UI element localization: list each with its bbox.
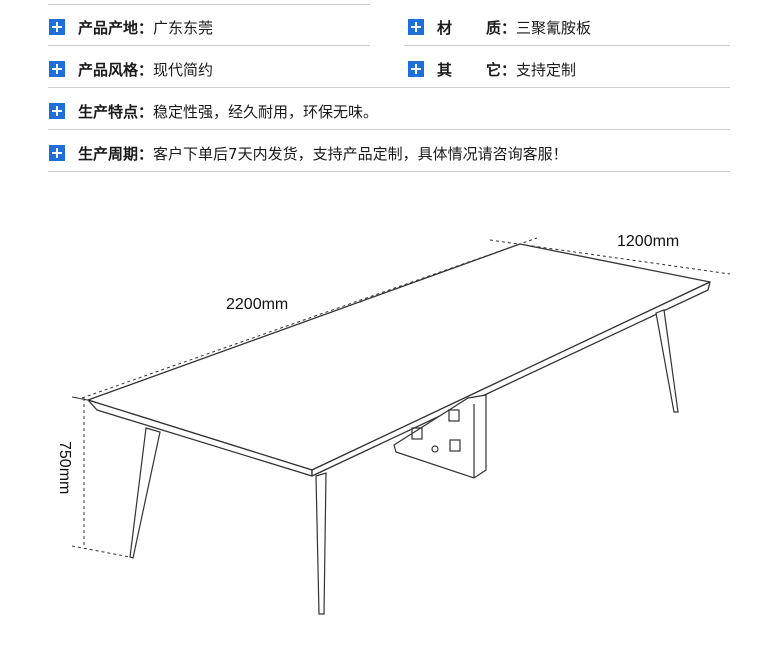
divider [404,45,730,46]
divider [48,45,370,46]
divider [48,129,730,130]
plus-icon [49,103,65,119]
spec-style-value: 现代简约 [153,60,214,79]
plus-icon [408,19,424,35]
height-tick-bottom [71,545,131,558]
plus-icon [49,19,65,35]
height-dim-label: 750mm [56,441,73,494]
spec-material: 材 质 ： 三聚氰胺板 [408,16,591,38]
spec-other: 其 它 ： 支持定制 [408,58,576,80]
spec-other-label-a: 其 [437,60,453,79]
table-legs [129,309,679,615]
cable-box [393,394,487,479]
length-dim-line [81,237,538,399]
socket-3 [449,439,461,452]
colon: ： [138,18,154,37]
colon: ： [138,144,154,163]
divider-top [48,4,370,5]
spec-origin-value: 广东东莞 [153,18,214,37]
spec-origin-label: 产品产地 [78,18,139,37]
spec-cycle-label: 生产周期 [78,144,139,163]
plus-icon [49,145,65,161]
spec-other-label-b: 它 [486,60,502,79]
socket-2 [411,427,423,440]
divider [48,87,730,88]
colon: ： [138,102,154,121]
length-dim-label: 2200mm [226,296,288,313]
colon: ： [501,18,517,37]
colon: ： [501,60,517,79]
spec-origin: 产品产地 ： 广东东莞 [49,16,213,38]
width-dim-line [489,239,731,275]
leg-back-right [655,309,679,413]
plus-icon [49,61,65,77]
spec-material-value: 三聚氰胺板 [516,18,592,37]
spec-style: 产品风格 ： 现代简约 [49,58,213,80]
spec-other-value: 支持定制 [516,60,577,79]
plus-icon [408,61,424,77]
cable-box-panel [393,394,487,479]
spec-cycle-value: 客户下单后7天内发货，支持产品定制，具体情况请咨询客服！ [153,144,568,163]
leg-front-left [129,427,161,559]
spec-cycle: 生产周期 ： 客户下单后7天内发货，支持产品定制，具体情况请咨询客服！ [49,142,568,164]
leg-front-center [315,472,327,615]
spec-style-label: 产品风格 [78,60,139,79]
spec-material-label-b: 质 [486,18,502,37]
socket-1 [448,409,460,422]
spec-feature-label: 生产特点 [78,102,139,121]
grommet [431,445,439,453]
colon: ： [138,60,154,79]
spec-feature-value: 稳定性强，经久耐用，环保无味。 [153,102,379,121]
spec-material-label-a: 材 [437,18,453,37]
divider [48,171,730,172]
width-dim-label: 1200mm [617,233,679,250]
spec-feature: 生产特点 ： 稳定性强，经久耐用，环保无味。 [49,100,378,122]
